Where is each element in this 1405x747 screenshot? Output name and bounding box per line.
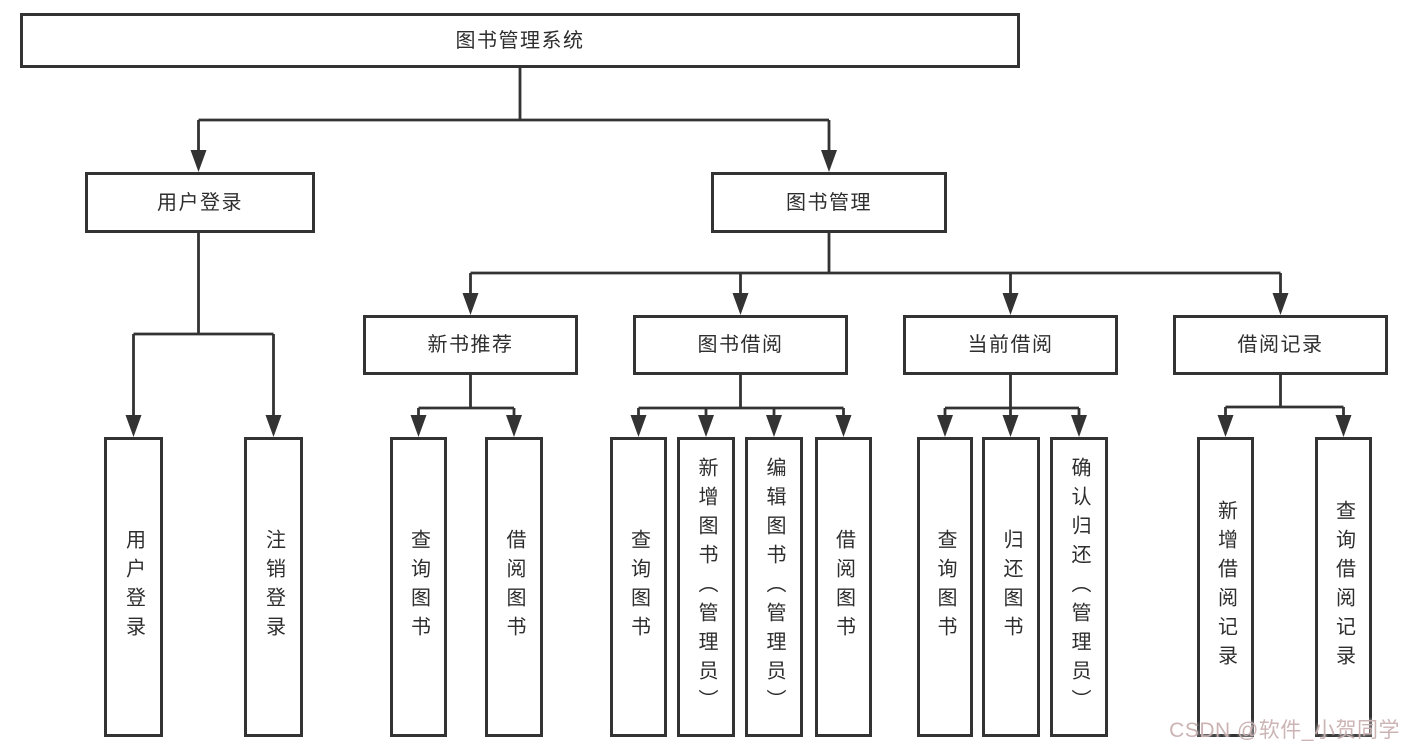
arrowhead (462, 293, 479, 315)
arrowhead (1002, 415, 1019, 437)
arrowhead (1335, 415, 1352, 437)
arrowhead (766, 415, 782, 437)
leaf-user-login: 用户登录 (104, 437, 163, 737)
leaf-borrow-books-recommend: 借阅图书 (485, 437, 543, 737)
leaf-query-books-current: 查询图书 (917, 437, 973, 737)
arrowhead (125, 415, 142, 437)
arrowhead (410, 415, 427, 437)
node-new-book-recommendation: 新书推荐 (363, 315, 578, 375)
node-current-borrowing: 当前借阅 (903, 315, 1118, 375)
arrowhead (1071, 415, 1087, 437)
leaf-add-borrow-record: 新增借阅记录 (1197, 437, 1254, 737)
arrowhead (1002, 293, 1019, 315)
connector-path (132, 68, 1345, 417)
leaf-return-books: 归还图书 (982, 437, 1040, 737)
leaf-confirm-return-admin: 确认归还（管理员） (1050, 437, 1108, 737)
leaf-query-borrow-record: 查询借阅记录 (1315, 437, 1372, 737)
arrowhead (821, 150, 837, 172)
leaf-logout: 注销登录 (244, 437, 303, 737)
node-book-management: 图书管理 (711, 172, 947, 233)
arrowhead (630, 415, 647, 437)
arrowhead (265, 415, 282, 437)
arrowhead (1272, 293, 1289, 315)
leaf-add-books-admin: 新增图书（管理员） (677, 437, 735, 737)
arrowhead (190, 150, 207, 172)
node-borrowing-records: 借阅记录 (1173, 315, 1388, 375)
arrowhead (732, 293, 749, 315)
arrowhead (835, 415, 852, 437)
arrowhead (698, 415, 714, 437)
leaf-edit-books-admin: 编辑图书（管理员） (745, 437, 803, 737)
node-book-borrowing: 图书借阅 (633, 315, 848, 375)
leaf-query-books-recommend: 查询图书 (390, 437, 447, 737)
csdn-watermark: CSDN @软件_小贺同学 (1169, 719, 1400, 742)
leaf-query-books-borrowing: 查询图书 (610, 437, 667, 737)
leaf-borrow-books-borrowing: 借阅图书 (815, 437, 872, 737)
node-user-login: 用户登录 (85, 172, 315, 233)
arrowhead (937, 415, 953, 437)
node-library-management-system: 图书管理系统 (20, 13, 1020, 68)
arrowhead (1217, 415, 1234, 437)
arrowheads (125, 150, 1352, 437)
arrowhead (506, 415, 522, 437)
